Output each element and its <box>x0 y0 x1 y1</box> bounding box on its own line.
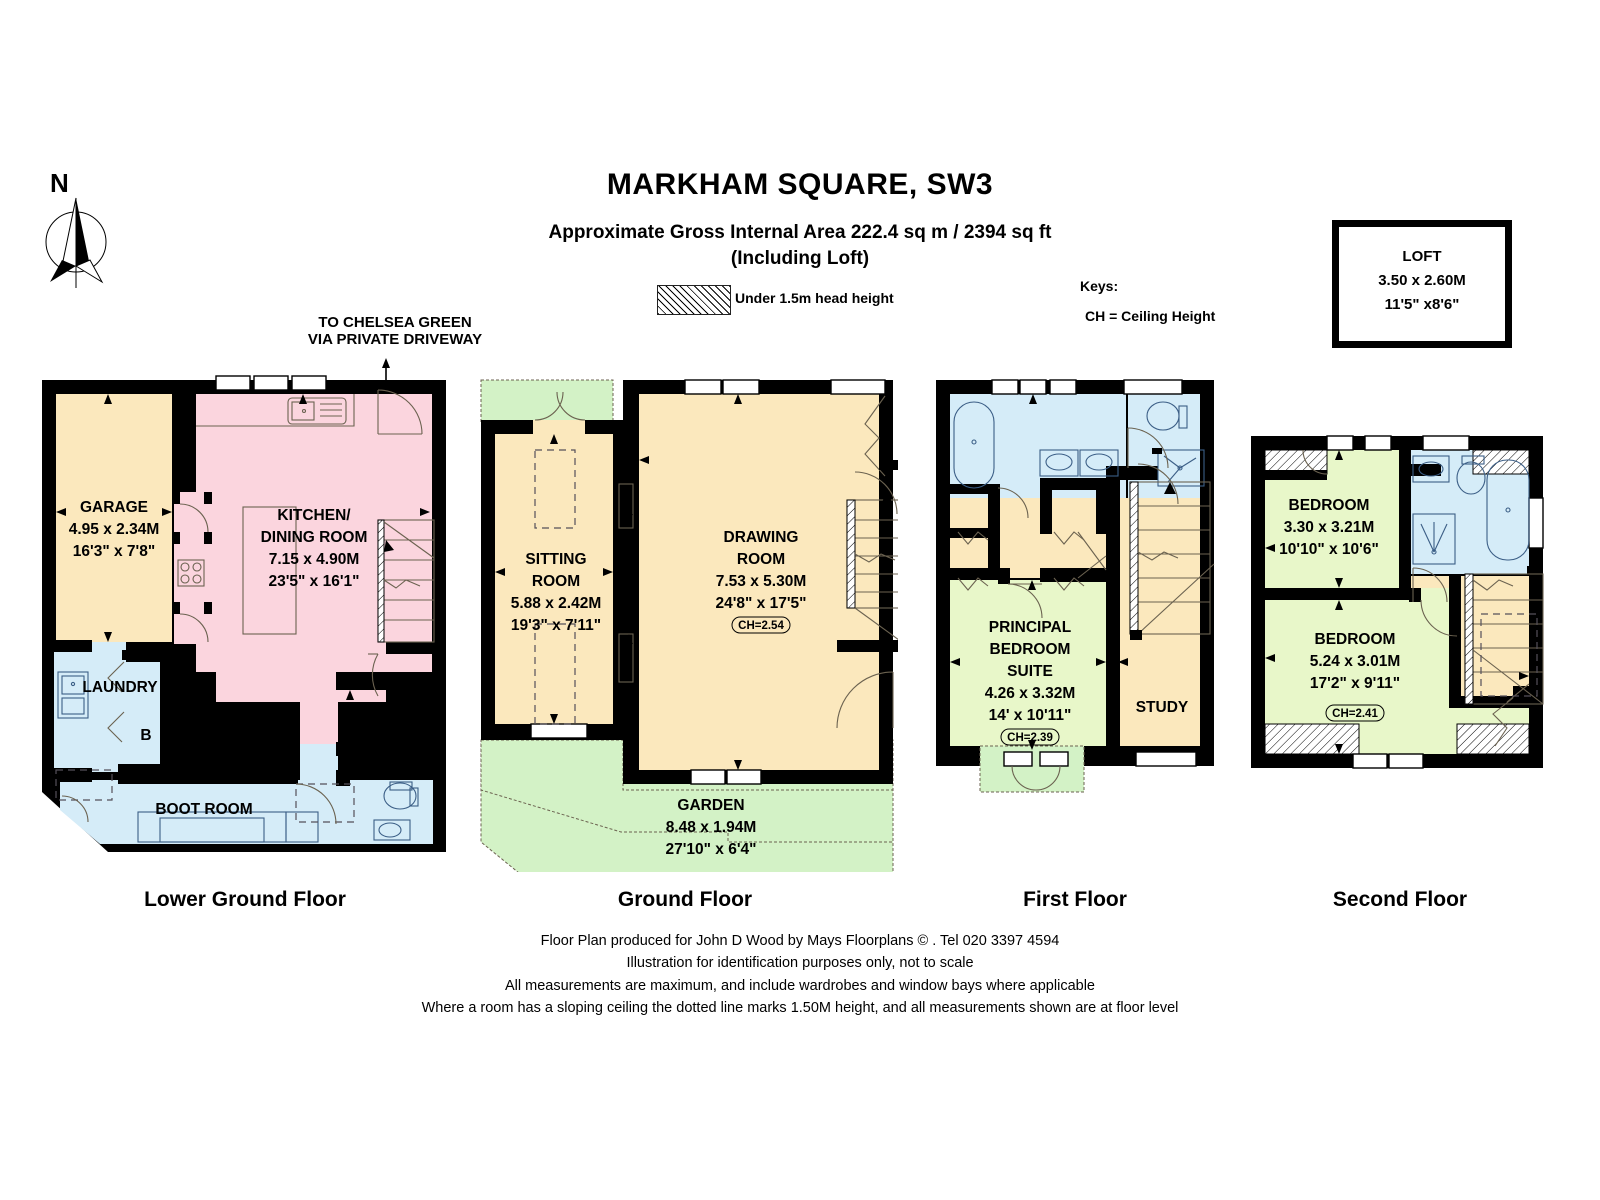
room-label-boot-room: BOOT ROOM <box>155 801 252 818</box>
keys-label: Keys: <box>1080 278 1119 294</box>
floorplan-second-floor: BEDROOM 3.30 x 3.21M 10'10" x 10'6" BEDR… <box>1251 435 1544 769</box>
room-label-bedroom-2f-b: BEDROOM <box>1315 631 1396 648</box>
room-dim-sitting-metric: 5.88 x 2.42M <box>511 595 601 612</box>
loft-name: LOFT <box>1402 248 1442 265</box>
compass-north-label: N <box>50 168 69 198</box>
room-dim-garage-metric: 4.95 x 2.34M <box>69 521 159 538</box>
room-label-study: STUDY <box>1136 699 1189 716</box>
room-label-sitting-2: ROOM <box>532 573 580 590</box>
room-dim-kitchen-metric: 7.15 x 4.90M <box>269 551 359 568</box>
room-dim-bedroom-2f-b-imperial: 17'2" x 9'11" <box>1310 675 1400 692</box>
footer-line-1: Floor Plan produced for John D Wood by M… <box>540 933 1060 949</box>
room-dim-bedroom-2f-a-metric: 3.30 x 3.21M <box>1284 519 1374 536</box>
hatch-legend-swatch <box>657 285 731 315</box>
room-dim-garden-metric: 8.48 x 1.94M <box>666 819 756 836</box>
room-label-kitchen-1: KITCHEN/ <box>277 507 351 524</box>
driveway-annotation: TO CHELSEA GREEN VIA PRIVATE DRIVEWAY <box>295 314 495 349</box>
footer-disclaimer: Floor Plan produced for John D Wood by M… <box>0 930 1600 1020</box>
footer-line-2: Illustration for identification purposes… <box>626 955 974 972</box>
room-dim-bedroom-2f-a-imperial: 10'10" x 10'6" <box>1279 541 1379 558</box>
ceiling-height-bedroom-2f-b: CH=2.41 <box>1332 708 1378 720</box>
floor-caption-lower-ground: Lower Ground Floor <box>144 888 346 911</box>
ceiling-height-principal-bedroom: CH=2.39 <box>1007 732 1053 744</box>
room-dim-kitchen-imperial: 23'5" x 16'1" <box>268 573 359 590</box>
loft-dim-imperial: 11'5" x8'6" <box>1384 296 1460 313</box>
room-label-drawing-1: DRAWING <box>724 529 799 546</box>
room-label-principal-3: SUITE <box>1007 663 1053 680</box>
footer-line-3: All measurements are maximum, and includ… <box>505 977 1095 994</box>
room-label-garden: GARDEN <box>677 797 744 814</box>
room-label-b: B <box>140 727 151 744</box>
driveway-line-1: TO CHELSEA GREEN <box>318 314 472 331</box>
room-dim-sitting-imperial: 19'3" x 7'11" <box>511 617 601 634</box>
room-label-sitting-1: SITTING <box>525 551 586 568</box>
room-dim-bedroom-2f-b-metric: 5.24 x 3.01M <box>1310 653 1400 670</box>
ceiling-height-drawing-room: CH=2.54 <box>738 620 784 632</box>
room-label-principal-2: BEDROOM <box>990 641 1071 658</box>
floor-caption-ground: Ground Floor <box>617 888 753 911</box>
room-label-garage: GARAGE <box>80 499 148 516</box>
room-label-laundry: LAUNDRY <box>82 679 158 696</box>
compass-rose-icon <box>45 197 107 288</box>
room-dim-garden-imperial: 27'10" x 6'4" <box>665 841 756 858</box>
room-label-bedroom-2f-a: BEDROOM <box>1289 497 1370 514</box>
room-dim-principal-metric: 4.26 x 3.32M <box>985 685 1075 702</box>
including-loft-text: (Including Loft) <box>730 248 870 269</box>
keys-ceiling-height-label: CH = Ceiling Height <box>1085 308 1216 324</box>
room-label-drawing-2: ROOM <box>737 551 785 568</box>
floorplan-lower-ground-floor: GARAGE 4.95 x 2.34M 16'3" x 7'8" KITCHEN… <box>42 375 446 852</box>
driveway-line-2: VIA PRIVATE DRIVEWAY <box>307 331 483 349</box>
loft-dim-metric: 3.50 x 2.60M <box>1378 272 1466 289</box>
footer-line-4: Where a room has a sloping ceiling the d… <box>421 1000 1179 1017</box>
room-label-principal-1: PRINCIPAL <box>989 619 1071 636</box>
floor-caption-second: Second Floor <box>1332 888 1468 911</box>
loft-box: LOFT 3.50 x 2.60M 11'5" x8'6" <box>1332 220 1512 348</box>
room-dim-drawing-metric: 7.53 x 5.30M <box>716 573 806 590</box>
gross-internal-area-text: Approximate Gross Internal Area 222.4 sq… <box>548 222 1052 243</box>
room-label-kitchen-2: DINING ROOM <box>261 529 368 546</box>
room-dim-drawing-imperial: 24'8" x 17'5" <box>715 595 806 612</box>
hatch-legend-label: Under 1.5m head height <box>735 290 894 306</box>
room-dim-garage-imperial: 16'3" x 7'8" <box>73 543 155 560</box>
floorplan-ground-floor: SITTING ROOM 5.88 x 2.42M 19'3" x 7'11" … <box>480 379 898 872</box>
room-dim-principal-imperial: 14' x 10'11" <box>989 707 1072 724</box>
floor-caption-first: First Floor <box>1023 888 1127 911</box>
page-title: MARKHAM SQUARE, SW3 <box>606 168 994 201</box>
floorplan-first-floor: PRINCIPAL BEDROOM SUITE 4.26 x 3.32M 14'… <box>936 379 1215 793</box>
